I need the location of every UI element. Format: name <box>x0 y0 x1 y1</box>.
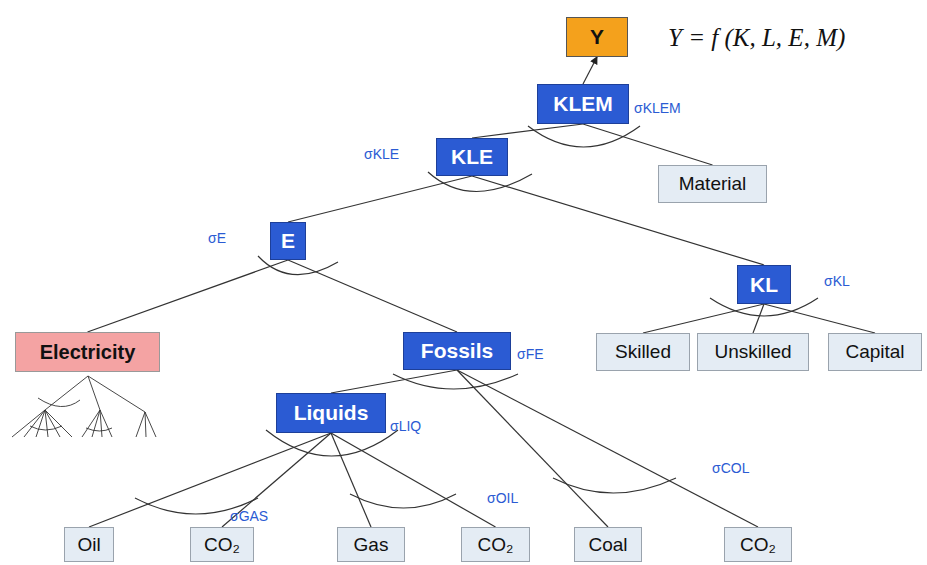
tree-connector <box>583 124 713 165</box>
input-box: Skilled <box>596 333 690 371</box>
fuel-box: Coal <box>574 527 642 562</box>
emission-box: CO₂ <box>724 527 792 562</box>
tree-connector <box>288 176 472 222</box>
box-label: Gas <box>354 534 389 556</box>
nest-box: KLE <box>436 138 508 176</box>
tree-connector <box>331 370 457 393</box>
elasticity-label: σLIQ <box>390 418 421 434</box>
box-label: KL <box>750 273 778 297</box>
tree-connector <box>457 370 608 527</box>
nest-box: E <box>270 222 306 260</box>
box-label: Skilled <box>615 341 671 363</box>
tree-connector <box>643 304 764 333</box>
box-label: Electricity <box>40 341 136 364</box>
tree-connector <box>457 370 758 527</box>
tree-connector <box>331 433 496 527</box>
box-label: Capital <box>845 341 904 363</box>
box-label: CO₂ <box>204 534 240 556</box>
box-label: CO₂ <box>740 534 776 556</box>
elasticity-arc <box>393 374 518 389</box>
box-label: Fossils <box>421 339 493 363</box>
box-label: Coal <box>588 534 627 556</box>
input-box: Capital <box>828 333 922 371</box>
box-label: KLE <box>451 145 493 169</box>
box-label: Unskilled <box>714 341 791 363</box>
tree-connector <box>583 57 597 84</box>
box-label: E <box>281 229 295 253</box>
elasticity-label: σOIL <box>487 490 518 506</box>
electricity-subtree <box>12 376 156 437</box>
elasticity-label: σKL <box>824 273 850 289</box>
emission-box: CO₂ <box>190 527 254 562</box>
tree-connector <box>764 304 875 333</box>
box-label: Oil <box>77 534 100 556</box>
tree-connector <box>89 433 331 527</box>
tree-connector <box>331 433 371 527</box>
elasticity-label: σCOL <box>712 460 749 476</box>
fuel-box: Oil <box>64 527 114 562</box>
tree-connector <box>288 260 457 332</box>
electricity-box: Electricity <box>15 332 160 372</box>
box-label: KLEM <box>553 92 613 116</box>
box-label: Y <box>590 25 604 49</box>
tree-connector <box>753 304 764 333</box>
elasticity-label: σKLE <box>364 146 399 162</box>
elasticity-label: σGAS <box>230 508 268 524</box>
nest-box: Liquids <box>276 393 386 433</box>
elasticity-arc <box>553 478 676 493</box>
formula-text: Y = f (K, L, E, M) <box>668 24 845 52</box>
nest-box: KLEM <box>537 84 629 124</box>
elasticity-label: σE <box>208 230 226 246</box>
fuel-box: Gas <box>337 527 405 562</box>
output-box: Y <box>566 17 628 57</box>
box-label: CO₂ <box>478 534 514 556</box>
nest-box: Fossils <box>403 332 511 370</box>
box-label: Liquids <box>294 401 369 425</box>
input-box: Unskilled <box>697 333 809 371</box>
box-label: Material <box>679 173 747 195</box>
tree-connector <box>472 124 583 138</box>
elasticity-label: σKLEM <box>634 100 681 116</box>
nest-box: KL <box>737 265 791 304</box>
elasticity-arc <box>350 494 456 508</box>
tree-connector <box>88 260 289 332</box>
emission-box: CO₂ <box>461 527 530 562</box>
elasticity-label: σFE <box>517 346 544 362</box>
input-box: Material <box>658 165 767 203</box>
tree-connector <box>222 433 331 527</box>
